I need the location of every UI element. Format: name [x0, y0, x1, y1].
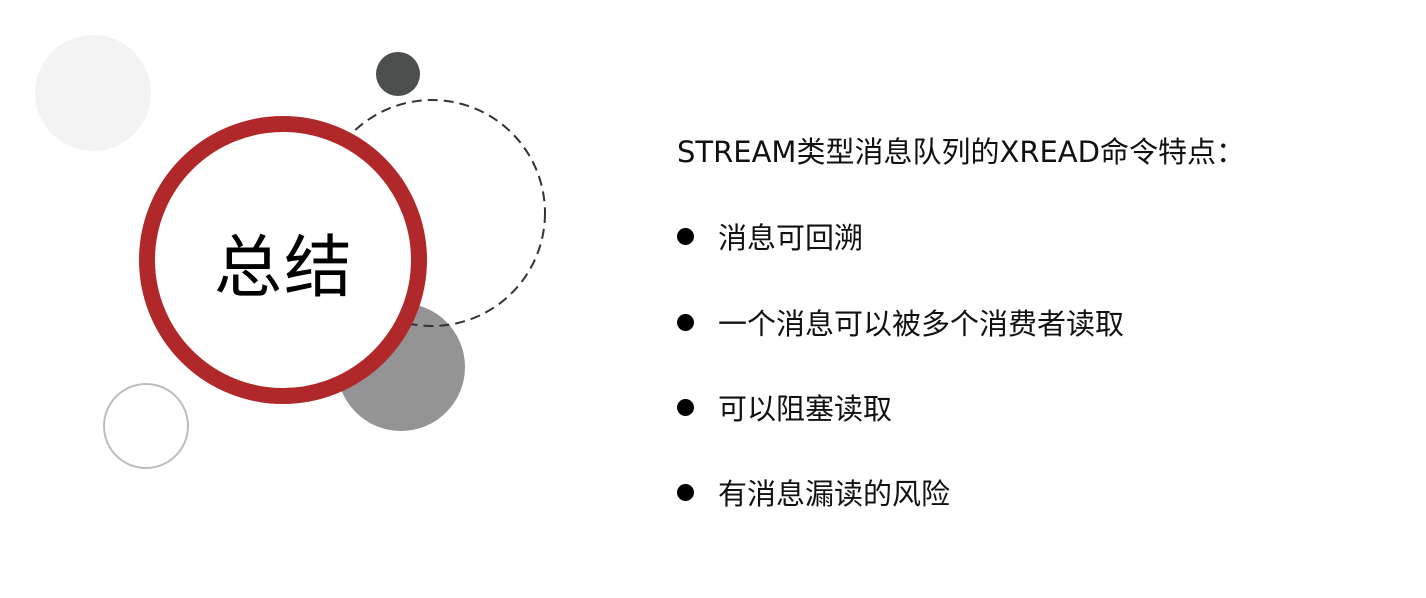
- bullet-dot-icon: [677, 313, 694, 331]
- slide-title: 总结: [213, 228, 354, 308]
- bullet-dot-icon: [677, 227, 694, 245]
- section-heading: STREAM类型消息队列的XREAD命令特点：: [677, 135, 1245, 169]
- bullet-item: 一个消息可以被多个消费者读取: [677, 303, 1124, 341]
- red-ring: [139, 116, 427, 404]
- bullet-text: 可以阻塞读取: [718, 392, 893, 426]
- bullet-dot-icon: [677, 398, 694, 416]
- bullet-item: 消息可回溯: [677, 217, 863, 255]
- light-gray-circle: [35, 35, 151, 151]
- bullet-text: 一个消息可以被多个消费者读取: [718, 307, 1125, 341]
- bullet-text: 有消息漏读的风险: [718, 477, 951, 511]
- thin-outline-circle: [103, 383, 189, 469]
- dark-small-circle: [376, 52, 420, 96]
- bullet-item: 可以阻塞读取: [677, 388, 892, 426]
- bullet-text: 消息可回溯: [718, 221, 864, 255]
- bullet-item: 有消息漏读的风险: [677, 473, 950, 511]
- bullet-dot-icon: [677, 483, 694, 501]
